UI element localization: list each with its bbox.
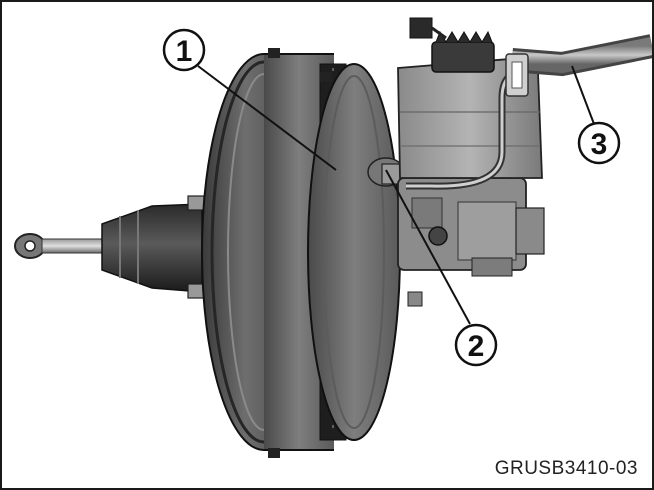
callout-3: 3 — [577, 121, 621, 165]
callout-2-label: 2 — [468, 330, 485, 363]
callout-1-label: 1 — [176, 35, 193, 68]
figure-id: GRUSB3410-03 — [494, 458, 638, 479]
supply-hose — [505, 34, 652, 97]
booster-shell — [201, 48, 401, 458]
fluid-reservoir — [397, 17, 543, 179]
leader-lines — [197, 65, 595, 325]
master-cylinder — [397, 177, 545, 307]
callout-3-label: 3 — [591, 128, 608, 161]
callout-2: 2 — [454, 323, 498, 367]
callout-1: 1 — [162, 28, 206, 72]
rubber-boot — [101, 203, 203, 293]
push-rod — [14, 233, 105, 259]
